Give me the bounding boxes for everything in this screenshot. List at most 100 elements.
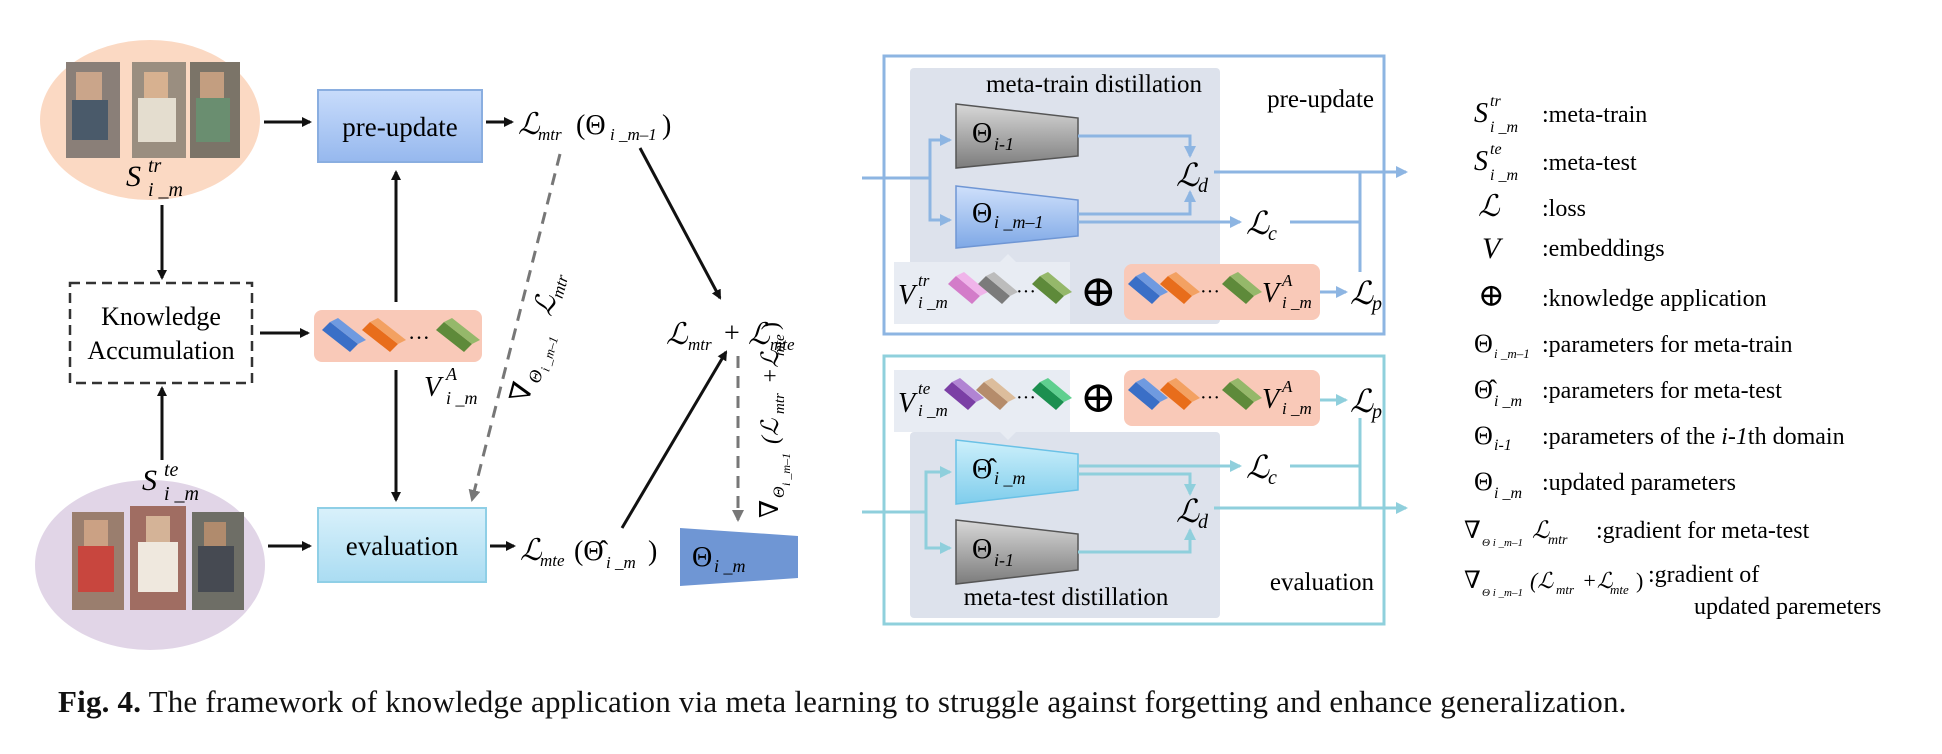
svg-text:+ℒ: +ℒ bbox=[758, 350, 784, 384]
svg-text::meta-test: :meta-test bbox=[1542, 150, 1637, 176]
svg-text:c: c bbox=[1268, 223, 1277, 245]
svg-text:mte: mte bbox=[540, 551, 565, 570]
evaluation-label: evaluation bbox=[346, 531, 459, 561]
svg-text::knowledge application: :knowledge application bbox=[1542, 286, 1767, 312]
svg-text:i-1: i-1 bbox=[994, 550, 1014, 570]
svg-text:i _m: i _m bbox=[918, 293, 948, 312]
svg-text:): ) bbox=[648, 536, 657, 567]
svg-text:Θ̂: Θ̂ bbox=[1474, 375, 1498, 404]
svg-text:mtr: mtr bbox=[1556, 582, 1575, 597]
svg-text:Θ: Θ bbox=[771, 486, 788, 498]
embedding-label: V bbox=[424, 372, 444, 403]
knowledge-accumulation-line1: Knowledge bbox=[101, 302, 221, 331]
grad-mtr-label: ∇ Θ i _m–1 ℒ mtr bbox=[505, 272, 573, 406]
svg-text:mtr: mtr bbox=[772, 393, 788, 414]
svg-text:Θ: Θ bbox=[1474, 421, 1493, 450]
Lc-bottom: ℒ bbox=[1246, 449, 1270, 485]
Lp-top: ℒ bbox=[1350, 275, 1374, 311]
svg-text:te: te bbox=[918, 379, 931, 398]
s-te-label: S bbox=[142, 464, 157, 497]
v-tr-bars bbox=[948, 272, 1072, 304]
svg-text:i _m: i _m bbox=[1282, 293, 1312, 312]
svg-text:): ) bbox=[1636, 568, 1643, 593]
svg-text:i _m: i _m bbox=[164, 483, 199, 505]
svg-text::meta-train: :meta-train bbox=[1542, 102, 1647, 128]
svg-text:∇: ∇ bbox=[755, 500, 784, 518]
svg-text::updated parameters: :updated parameters bbox=[1542, 470, 1736, 496]
svg-text::loss: :loss bbox=[1542, 196, 1586, 222]
evaluation-box bbox=[317, 507, 487, 583]
v-a-bars-top bbox=[1128, 272, 1262, 304]
theta-cur-block-top bbox=[955, 185, 1079, 249]
svg-text:V: V bbox=[1482, 232, 1504, 265]
svg-text:i-1: i-1 bbox=[1494, 437, 1512, 454]
svg-text:ℒ: ℒ bbox=[748, 318, 771, 351]
svg-text:S: S bbox=[1474, 146, 1488, 177]
svg-text:A: A bbox=[1281, 271, 1293, 290]
Lp-bottom: ℒ bbox=[1350, 383, 1374, 419]
theta-prev-block-top bbox=[955, 103, 1079, 169]
svg-text:tr: tr bbox=[918, 271, 930, 290]
svg-text:∇: ∇ bbox=[1464, 568, 1481, 594]
meta-train-distillation-title: meta-train distillation bbox=[986, 71, 1202, 98]
svg-text:mtr: mtr bbox=[1548, 533, 1568, 548]
svg-text:i _m: i _m bbox=[606, 553, 636, 572]
svg-text:i _m: i _m bbox=[1494, 485, 1522, 502]
Ld-top: ℒ bbox=[1176, 157, 1200, 193]
knowledge-accumulation-line2: Accumulation bbox=[87, 336, 234, 365]
svg-text:A: A bbox=[445, 364, 458, 384]
svg-text:(ℒ: (ℒ bbox=[758, 418, 784, 444]
svg-text:···: ··· bbox=[1016, 387, 1036, 409]
svg-text:p: p bbox=[1370, 401, 1382, 423]
svg-text:d: d bbox=[1198, 511, 1209, 533]
svg-text:Θ i _m–1: Θ i _m–1 bbox=[1482, 537, 1523, 549]
svg-text:···: ··· bbox=[1016, 281, 1036, 303]
svg-text:i-1: i-1 bbox=[994, 134, 1014, 154]
svg-text:tr: tr bbox=[148, 155, 162, 177]
svg-text:V: V bbox=[898, 388, 918, 419]
evaluation-corner-label: evaluation bbox=[1270, 569, 1375, 596]
svg-text:A: A bbox=[1281, 377, 1293, 396]
svg-text::parameters for meta-train: :parameters for meta-train bbox=[1542, 332, 1793, 358]
pre-update-frame bbox=[882, 54, 1386, 336]
loss-mte-label: ℒ bbox=[520, 534, 543, 567]
svg-text:Θ: Θ bbox=[972, 118, 992, 149]
svg-text:ℒ: ℒ bbox=[1478, 190, 1501, 223]
svg-text:i _m–1: i _m–1 bbox=[610, 125, 657, 144]
svg-text:): ) bbox=[662, 110, 671, 141]
svg-text::parameters for meta-test: :parameters for meta-test bbox=[1542, 378, 1782, 404]
svg-text:Θ: Θ bbox=[1474, 329, 1493, 358]
legend: S tr i _m :meta-train S te i _m :meta-te… bbox=[1464, 93, 1881, 620]
svg-text:i _m: i _m bbox=[1494, 393, 1522, 410]
oplus-bottom: ⊕ bbox=[1080, 373, 1117, 422]
svg-text:···: ··· bbox=[408, 325, 430, 350]
svg-text:(Θ̂: (Θ̂ bbox=[574, 536, 609, 567]
svg-text:mtr: mtr bbox=[688, 335, 712, 354]
theta-output-label: Θ bbox=[692, 542, 712, 573]
svg-text:i _m–1: i _m–1 bbox=[537, 335, 561, 373]
svg-text:updated paremeters: updated paremeters bbox=[1694, 594, 1881, 620]
loss-mtr-label: ℒ bbox=[518, 108, 541, 141]
meta-test-sample-group bbox=[35, 480, 265, 650]
v-a-bars-bottom bbox=[1128, 378, 1262, 410]
svg-text:···: ··· bbox=[1200, 387, 1220, 409]
Ld-bottom: ℒ bbox=[1176, 493, 1200, 529]
svg-text:i _m–1: i _m–1 bbox=[1494, 346, 1530, 361]
svg-text:i _m: i _m bbox=[446, 388, 478, 408]
svg-text:mtr: mtr bbox=[538, 125, 562, 144]
svg-text:(Θ: (Θ bbox=[576, 110, 606, 141]
svg-text:i _m: i _m bbox=[148, 179, 183, 201]
svg-text:mtr: mtr bbox=[548, 272, 573, 300]
svg-text:tr: tr bbox=[1490, 93, 1501, 110]
framework-diagram: S tr i _m S te i _m Knowledge Accumulati… bbox=[35, 40, 1881, 650]
svg-text:i _m: i _m bbox=[1490, 167, 1518, 184]
pre-update-label: pre-update bbox=[342, 112, 457, 142]
svg-text:V: V bbox=[1262, 278, 1282, 309]
sum-loss-label: ℒ bbox=[666, 318, 689, 351]
svg-text::gradient of: :gradient of bbox=[1648, 562, 1759, 588]
svg-text:i _m: i _m bbox=[714, 556, 746, 576]
svg-text:c: c bbox=[1268, 467, 1277, 489]
embedding-bars bbox=[322, 318, 480, 352]
Lc-top: ℒ bbox=[1246, 205, 1270, 241]
svg-text:mte: mte bbox=[770, 335, 795, 354]
